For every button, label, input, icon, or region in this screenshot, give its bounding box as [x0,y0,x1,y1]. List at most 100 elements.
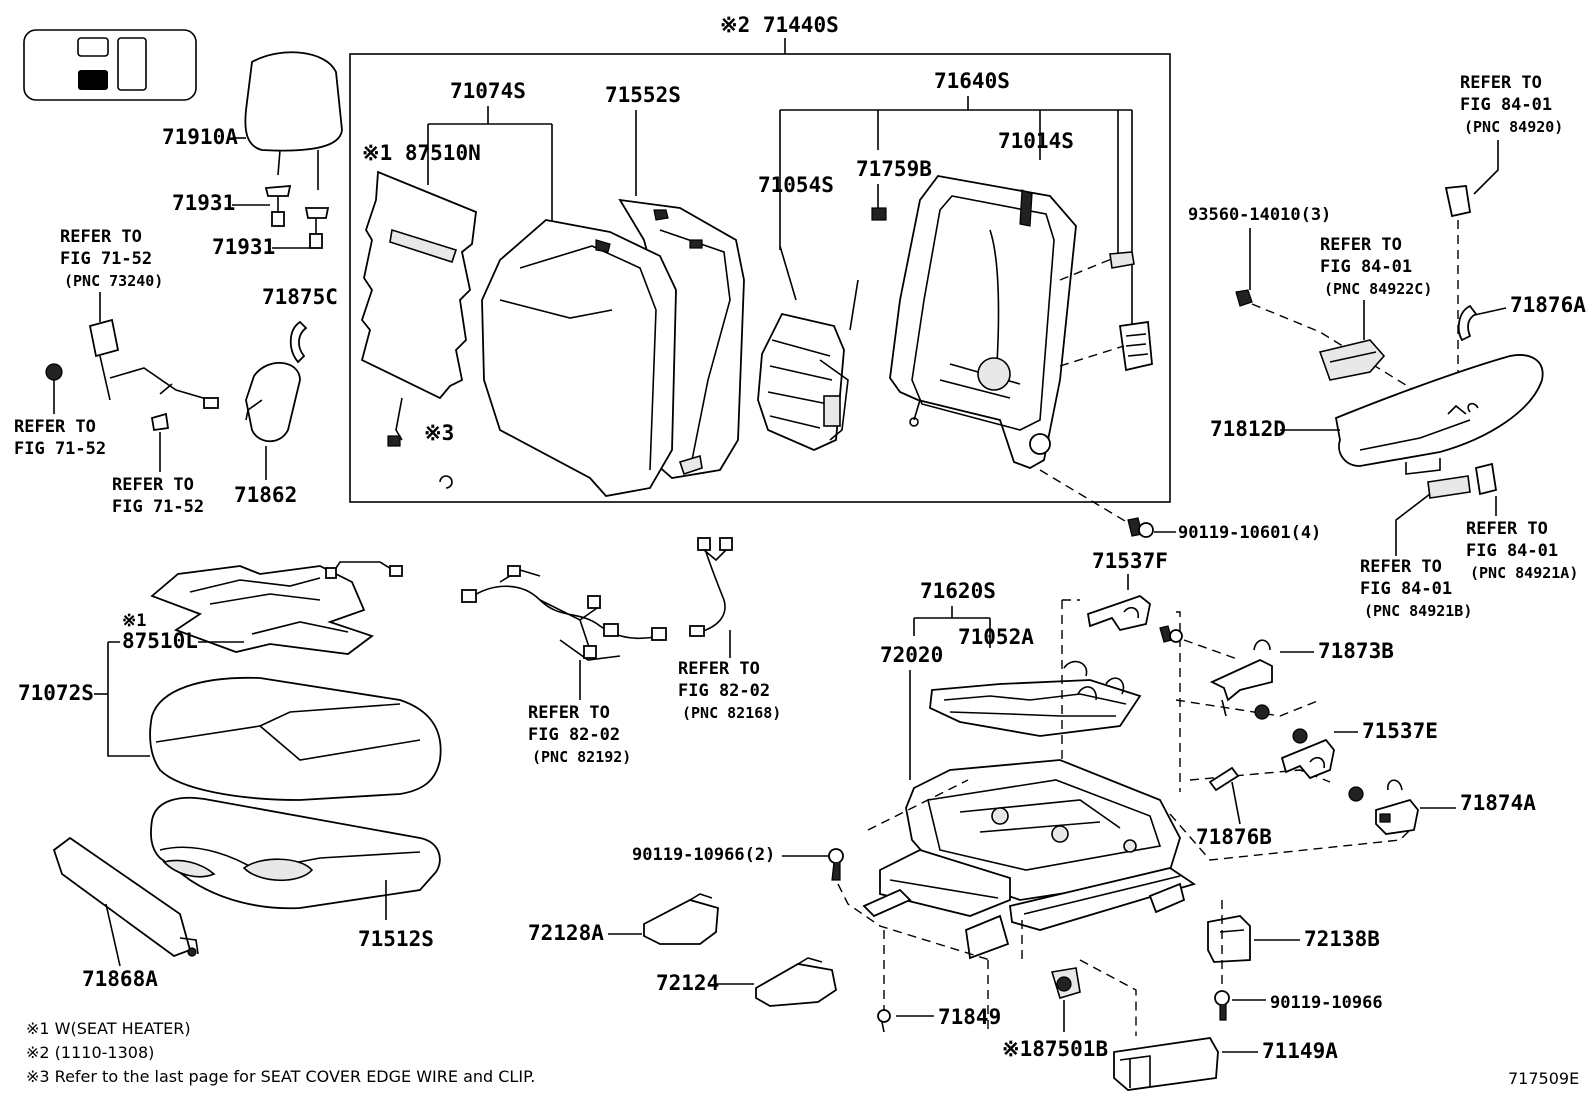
svg-text:FIG 84-01: FIG 84-01 [1466,541,1558,561]
svg-text:REFER TO: REFER TO [14,417,96,437]
label-71537E: 71537E [1362,719,1438,743]
label-mark3: ※3 [424,421,454,445]
assembly-box [349,53,1171,503]
svg-text:REFER TO: REFER TO [1466,519,1548,539]
svg-text:REFER TO: REFER TO [112,475,194,495]
seat-belt-buckle [45,318,219,432]
refer-8401-b: REFER TO FIG 84-01 (PNC 84921B) [1360,557,1472,620]
label-71874A: 71874A [1460,791,1536,815]
cap-71014S [1109,251,1135,269]
label-71876B: 71876B [1196,825,1272,849]
svg-text:(PNC 84921B): (PNC 84921B) [1364,602,1472,620]
label-71910A: 71910A [162,125,238,149]
svg-text:REFER TO: REFER TO [1360,557,1442,577]
seat-rails-adjuster [862,849,1197,960]
seat-cushion-pad [150,796,441,910]
label-71862: 71862 [234,483,297,507]
switch-knob-84920 [1444,185,1472,218]
svg-text:REFER TO: REFER TO [1320,235,1402,255]
lumbar-support [757,245,859,451]
svg-text:REFER TO: REFER TO [678,659,760,679]
label-87501B: ※187501B [1002,1037,1108,1061]
headrest-guide-2 [304,207,330,249]
refer-7152-top: REFER TO FIG 71-52 (PNC 73240) [60,227,163,290]
svg-text:FIG 71-52: FIG 71-52 [60,249,152,269]
label-71072S: 71072S [18,681,94,705]
wire-harness-82192 [461,565,667,661]
label-71537F: 71537F [1092,549,1168,573]
seat-track-cover-71149A [1113,1037,1219,1091]
label-71876A: 71876A [1510,293,1586,317]
label-87510L: 87510L [122,629,198,653]
cushion-front-trim [52,836,199,958]
headrest [244,51,343,190]
seat-cushion-frame [905,759,1181,901]
label-71149A: 71149A [1262,1039,1338,1063]
seatback-cover [481,219,677,497]
note-1: ※1 W(SEAT HEATER) [26,1019,191,1038]
label-71868A: 71868A [82,967,158,991]
seat-cushion-cover [149,676,442,801]
seat-switch-84922C [1318,339,1386,381]
svg-text:(PNC 84922C): (PNC 84922C) [1324,280,1432,298]
svg-text:FIG 71-52: FIG 71-52 [112,497,204,517]
label-72138B: 72138B [1304,927,1380,951]
bracket-71874A [1375,779,1419,835]
svg-text:FIG 82-02: FIG 82-02 [678,681,770,701]
refer-7152-left: REFER TO FIG 71-52 [14,417,106,459]
label-90119-10966: 90119-10966 [1270,993,1383,1013]
cover-72124 [755,957,838,1007]
svg-text:REFER TO: REFER TO [1460,73,1542,93]
bolt-71537E [1292,728,1308,744]
bolt-90119-10601 [1127,517,1154,538]
svg-text:REFER TO: REFER TO [60,227,142,247]
label-71759B: 71759B [856,157,932,181]
svg-text:(PNC 73240): (PNC 73240) [64,272,163,290]
clip-icon [439,475,453,489]
knob-84921A [1474,462,1498,496]
note-2: ※2 (1110-1308) [26,1043,154,1062]
refer-8202-left: REFER TO FIG 82-02 (PNC 82192) [528,703,631,766]
refer-7152-bottom: REFER TO FIG 71-52 [112,475,204,517]
knob-84921B [1427,475,1471,499]
bracket-71873B [1209,639,1273,717]
cover-72128A [643,893,719,945]
label-71052A: 71052A [958,625,1034,649]
headrest-guide-1 [264,185,292,227]
label-87510L-mark: ※1 [122,611,146,631]
clip-71876B [1208,766,1240,792]
label-90119-10966-2: 90119-10966(2) [632,845,775,865]
label-71875C: 71875C [262,285,338,309]
bolt-71537F [1159,625,1183,643]
refer-8401-a: REFER TO FIG 84-01 (PNC 84921A) [1466,519,1578,582]
svg-text:REFER TO: REFER TO [528,703,610,723]
bolt-71874A [1348,786,1364,802]
label-72128A: 72128A [528,921,604,945]
cushion-heater-mat [150,561,403,655]
label-71620S: 71620S [920,579,996,603]
svg-text:FIG 84-01: FIG 84-01 [1360,579,1452,599]
seat-side-shield [1334,354,1544,475]
label-71014S: 71014S [998,129,1074,153]
seat-position-icon [23,29,197,101]
label-71849: 71849 [938,1005,1001,1029]
label-93560: 93560-14010(3) [1188,205,1331,225]
svg-text:(PNC 84921A): (PNC 84921A) [1470,564,1578,582]
cover-72138B [1207,915,1251,963]
label-87510N: ※1 87510N [362,141,481,165]
svg-text:(PNC 82168): (PNC 82168) [682,704,781,722]
clip-71759B [871,207,887,221]
bracket-71537F [1086,594,1151,632]
clip-71849 [877,1009,891,1033]
bolt-71873B [1254,704,1270,720]
label-71440S: ※2 71440S [720,13,839,37]
label-71512S: 71512S [358,927,434,951]
wire-harness-82168 [689,537,733,637]
refer-8202-right: REFER TO FIG 82-02 (PNC 82168) [678,659,781,722]
svg-text:FIG 82-02: FIG 82-02 [528,725,620,745]
diagram-id: 717509E [1508,1069,1579,1088]
svg-text:FIG 84-01: FIG 84-01 [1460,95,1552,115]
clip-71875C [289,320,308,364]
screw-93560 [1235,289,1253,307]
